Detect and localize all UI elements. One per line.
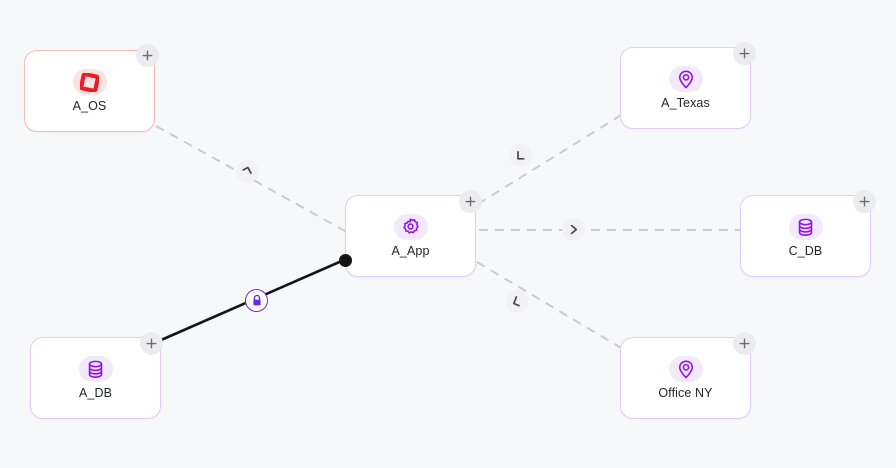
database-icon xyxy=(78,356,113,383)
database-icon xyxy=(788,214,823,241)
node-label-a-db: A_DB xyxy=(78,386,113,401)
edge-badge-a-os-to-a-app[interactable] xyxy=(236,160,259,183)
node-a-os[interactable]: A_OS xyxy=(24,50,155,132)
node-label-office-ny: Office NY xyxy=(658,386,713,401)
elbow-arrow-down-right-icon xyxy=(511,295,524,308)
node-label-a-texas: A_Texas xyxy=(661,96,710,111)
map-pin-icon xyxy=(668,356,703,383)
map-pin-icon xyxy=(668,66,703,93)
add-node-button-a-texas[interactable] xyxy=(733,42,756,65)
edge-badge-secure-lock[interactable] xyxy=(245,289,268,312)
gear-icon xyxy=(393,214,428,241)
node-a-app[interactable]: A_App xyxy=(345,195,476,277)
chevron-right-icon xyxy=(567,223,580,236)
add-node-button-c-db[interactable] xyxy=(853,190,876,213)
elbow-arrow-up-right-icon xyxy=(514,149,527,162)
add-node-button-office-ny[interactable] xyxy=(733,332,756,355)
lock-icon xyxy=(251,294,263,307)
edge-badge-a-app-to-a-texas[interactable] xyxy=(509,144,532,167)
diamond-square-icon xyxy=(72,69,107,96)
edge-badge-a-app-to-office-ny[interactable] xyxy=(506,290,529,313)
add-node-button-a-db[interactable] xyxy=(140,332,163,355)
add-node-button-a-os[interactable] xyxy=(136,44,159,67)
node-a-texas[interactable]: A_Texas xyxy=(620,47,751,129)
node-label-a-app: A_App xyxy=(391,244,430,259)
node-label-a-os: A_OS xyxy=(72,99,107,114)
node-label-c-db: C_DB xyxy=(788,244,823,259)
node-office-ny[interactable]: Office NY xyxy=(620,337,751,419)
elbow-arrow-down-right-icon xyxy=(241,165,254,178)
add-node-button-a-app[interactable] xyxy=(459,190,482,213)
node-a-db[interactable]: A_DB xyxy=(30,337,161,419)
edge-a-app-to-office-ny xyxy=(476,261,629,353)
edge-badge-a-app-to-c-db[interactable] xyxy=(562,218,585,241)
node-c-db[interactable]: C_DB xyxy=(740,195,871,277)
edge-endpoint-dot-a-app[interactable] xyxy=(339,254,352,267)
edge-a-app-to-a-texas xyxy=(477,111,627,205)
